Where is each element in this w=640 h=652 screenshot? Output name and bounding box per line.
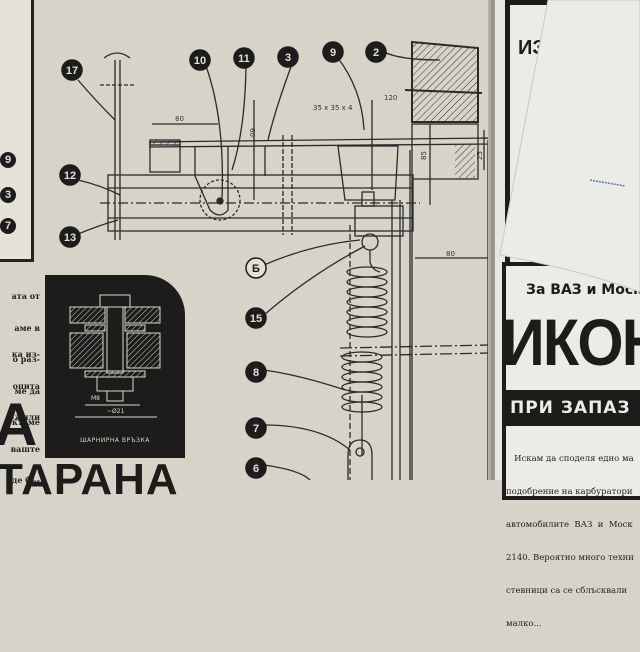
- callout-13: 13: [64, 232, 76, 244]
- spring-coil: [346, 266, 388, 278]
- callout-marker: [233, 47, 255, 69]
- callout-17: 17: [66, 65, 78, 77]
- dim-width: ~Ø21: [107, 408, 125, 415]
- callout-12: 12: [64, 170, 76, 182]
- headline-fragment: А: [0, 391, 38, 458]
- top-article-box: ИЗ: [505, 0, 550, 280]
- text-line: ме да: [14, 385, 40, 396]
- callout-2: 2: [373, 47, 379, 59]
- spring-coil: [341, 381, 383, 393]
- dim-120: 120: [384, 94, 397, 102]
- callout-marker: [245, 257, 267, 279]
- text-line: ка из-: [11, 349, 40, 359]
- side-number: 7: [0, 218, 16, 234]
- side-number: 3: [0, 187, 16, 203]
- callout-11: 11: [238, 53, 250, 65]
- callout-marker: [365, 41, 387, 63]
- text-line: ваште: [10, 443, 40, 454]
- carburetor-article: За ВАЗ и Москвич ИКОН ПРИ ЗАПАЗ Искам да…: [502, 262, 640, 629]
- article-subtitle: За ВАЗ и Москвич: [526, 282, 640, 298]
- dim-80-top: 80: [175, 115, 184, 123]
- callout-marker: [61, 59, 83, 81]
- spring-coil: [341, 361, 383, 373]
- technical-drawing: 80 60 35 x 35 x 4 120 85 25 80 17 10 11 3 9 2…: [59, 40, 491, 480]
- dim-35x35x4: 35 x 35 x 4: [313, 104, 353, 112]
- callout-15: 15: [250, 313, 262, 325]
- callout-marker: [277, 46, 299, 68]
- spring-coil: [346, 276, 388, 288]
- spring-coil: [346, 326, 388, 338]
- text-line: стевници са се сблъсквали: [506, 586, 628, 596]
- callout-10: 10: [194, 55, 206, 67]
- spring-coil: [346, 296, 388, 308]
- callout-marker: [59, 226, 81, 248]
- spring-coil: [341, 351, 383, 363]
- text-line: подобрение на карбуратори: [506, 487, 633, 497]
- hinge-caption: ШАРНИРНА ВРЪЗКА: [80, 437, 150, 444]
- text-line: ктаме: [12, 417, 40, 427]
- callout-8: 8: [253, 367, 259, 379]
- callout-marker: [59, 164, 81, 186]
- dim-60: 60: [248, 128, 256, 137]
- dim-85: 85: [420, 151, 428, 160]
- callout-B: Б: [252, 263, 260, 275]
- text-line: автомобилите ВАЗ и Моск: [506, 520, 633, 530]
- text-line: малко...: [506, 619, 542, 629]
- text-line: ата от: [11, 291, 40, 301]
- text-line: оцита: [12, 380, 40, 391]
- page-gutter: [488, 0, 498, 480]
- callout-marker: [245, 457, 267, 479]
- callout-9: 9: [330, 47, 336, 59]
- article-title: ИКОН: [502, 305, 640, 379]
- callout-marker: [245, 307, 267, 329]
- side-number: 9: [0, 152, 16, 168]
- article-body: Искам да споделя едно ма подобрение на к…: [506, 432, 640, 652]
- callout-marker: [245, 417, 267, 439]
- text-line: -жили: [11, 412, 40, 422]
- text-line: Искам да споделя едно ма: [506, 454, 634, 464]
- text-line: 2140. Вероятно много техни: [506, 553, 634, 563]
- callout-3: 3: [285, 52, 291, 64]
- column-text-1: ата от аме в о раз- ме да ктаме: [0, 270, 40, 438]
- dim-bolt: М8: [91, 395, 100, 402]
- callout-6: 6: [253, 463, 259, 475]
- top-heading-fragment: ИЗ: [518, 37, 545, 59]
- spring-coil: [346, 306, 388, 318]
- article-band: ПРИ ЗАПАЗ: [502, 390, 640, 426]
- callout-7: 7: [253, 423, 259, 435]
- spring-coil: [346, 286, 388, 298]
- callout-marker: [322, 41, 344, 63]
- hinge-drawing: [69, 294, 161, 418]
- callout-marker: [189, 49, 211, 71]
- dim-80-right: 80: [446, 250, 455, 258]
- text-line: аме в: [14, 322, 40, 333]
- hinge-inset: М8 ~Ø21 ШАРНИРНА ВРЪЗКА: [45, 275, 185, 458]
- spring-coil: [346, 316, 388, 328]
- spring-coil: [341, 371, 383, 383]
- callout-marker: [245, 361, 267, 383]
- dim-25: 25: [476, 151, 484, 160]
- text-line: о раз-: [12, 354, 40, 364]
